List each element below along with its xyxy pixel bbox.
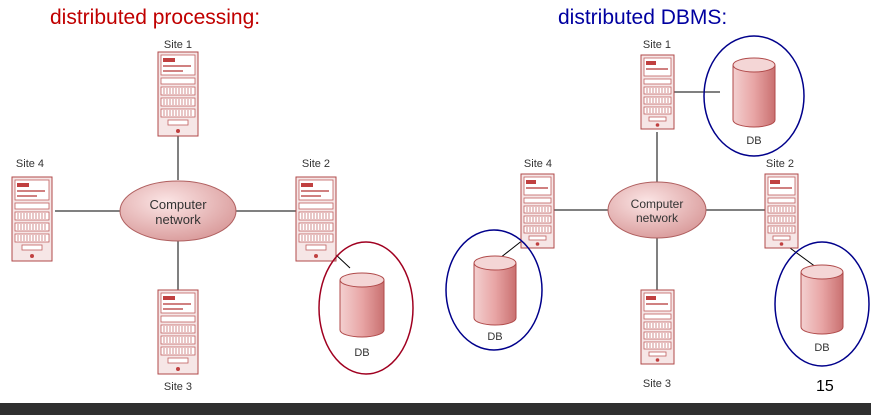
db-cylinder-icon xyxy=(339,272,385,338)
right-diagram: Computer network Site 1 Site 2 Site 3 Si… xyxy=(445,35,870,390)
site2-server-icon xyxy=(764,173,799,249)
site1-server-icon xyxy=(157,51,199,137)
site3-server-icon xyxy=(157,289,199,375)
db-highlight-circle xyxy=(318,241,414,375)
site2-label: Site 2 xyxy=(302,158,330,170)
site1-server-icon xyxy=(640,54,675,130)
network-cloud xyxy=(607,181,707,239)
db-cylinder-icon xyxy=(473,255,517,326)
db-site1-label: DB xyxy=(746,135,761,147)
heading-distributed-dbms: distributed DBMS: xyxy=(558,6,728,29)
network-label-line2: network xyxy=(636,211,679,225)
heading-distributed-processing: distributed processing: xyxy=(50,6,261,29)
page-number: 15 xyxy=(816,378,834,395)
db-site2-circle xyxy=(774,241,870,367)
site4-server-icon xyxy=(520,173,555,249)
site2-label: Site 2 xyxy=(766,158,794,170)
network-cloud xyxy=(119,180,237,242)
db-cylinder-icon xyxy=(732,57,776,128)
site1-label: Site 1 xyxy=(164,39,192,51)
site2-server-icon xyxy=(295,176,337,262)
network-label-line1: Computer xyxy=(631,197,684,211)
left-diagram: Computer network Site 1 Site 2 Site 3 Si… xyxy=(11,39,414,393)
site4-label: Site 4 xyxy=(16,158,44,170)
site1-label: Site 1 xyxy=(643,39,671,51)
db-site2-label: DB xyxy=(814,342,829,354)
site4-label: Site 4 xyxy=(524,158,552,170)
site3-label: Site 3 xyxy=(164,381,192,393)
db-site1-circle xyxy=(703,35,805,157)
site3-label: Site 3 xyxy=(643,378,671,390)
site4-server-icon xyxy=(11,176,53,262)
right-links xyxy=(499,91,821,290)
db-site4-circle xyxy=(445,229,543,351)
bottom-bar xyxy=(0,403,871,415)
network-label-line2: network xyxy=(155,212,201,227)
db-label: DB xyxy=(354,347,369,359)
site3-server-icon xyxy=(640,289,675,365)
network-label-line1: Computer xyxy=(149,197,207,212)
db-cylinder-icon xyxy=(800,264,844,335)
db-site4-label: DB xyxy=(487,331,502,343)
